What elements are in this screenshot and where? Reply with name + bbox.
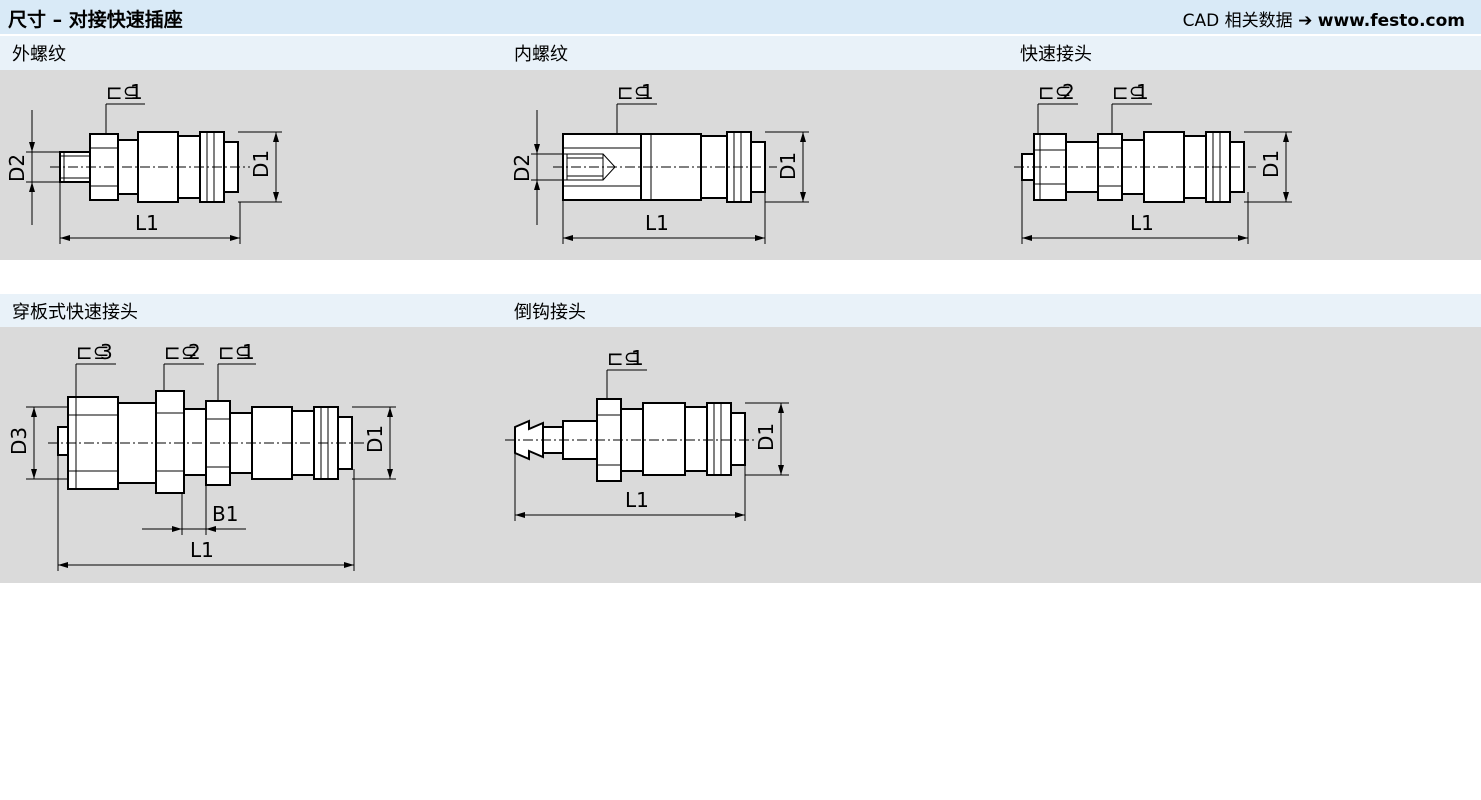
cad-link[interactable]: CAD 相关数据 ➔ www.festo.com [1183,6,1465,31]
wrench-size-label: 2 [1062,80,1075,104]
wrench-size-label: 1 [641,80,654,104]
dim-l1-label: L1 [135,211,159,235]
wrench-size-label: 2 [188,340,201,364]
arrow-right-icon: ➔ [1298,11,1313,31]
wrench-symbol-icon: ⊏⊆ [164,340,198,364]
caption-internal-thread: 内螺纹 [514,44,568,65]
website-url[interactable]: www.festo.com [1317,11,1465,31]
drawing-internal-thread: ⊏⊆ 1 D2 D1 L1 [510,80,809,244]
caption-quick-connector: 快速接头 [1020,44,1092,65]
wrench-symbol-icon: ⊏⊆ [76,340,110,364]
dim-l1-label: L1 [625,488,649,512]
wrench-size-label: 1 [130,80,143,104]
dim-b1-label: B1 [212,502,238,526]
dim-d1-label: D1 [776,152,800,180]
wrench-symbol-icon: ⊏⊆ [607,346,641,370]
caption-bulkhead-connector: 穿板式快速接头 [12,302,138,323]
wrench-symbol-icon: ⊏⊆ [617,80,651,104]
caption-barbed-connector: 倒钩接头 [514,302,586,323]
page-title: 尺寸 – 对接快速插座 [8,9,183,31]
dim-d2-label: D2 [510,154,534,182]
drawing-barbed-connector: ⊏⊆ 1 D1 L1 [505,346,789,521]
wrench-size-label: 1 [242,340,255,364]
wrench-size-label: 1 [1136,80,1149,104]
wrench-size-label: 1 [631,346,644,370]
wrench-symbol-icon: ⊏⊆ [218,340,252,364]
drawing-bulkhead-connector: ⊏⊆ 3 ⊏⊆ 2 ⊏⊆ 1 D3 D1 B1 [7,340,396,571]
caption-external-thread: 外螺纹 [12,44,66,65]
dim-d1-label: D1 [249,150,273,178]
wrench-size-label: 3 [100,340,113,364]
cad-label: CAD 相关数据 [1182,11,1293,31]
caption-band-row1 [0,36,1481,70]
wrench-symbol-icon: ⊏⊆ [1038,80,1072,104]
dim-d2-label: D2 [5,154,29,182]
dim-d1-label: D1 [363,425,387,453]
dim-d3-label: D3 [7,427,31,455]
dim-l1-label: L1 [1130,211,1154,235]
dim-l1-label: L1 [645,211,669,235]
dim-d1-label: D1 [1259,150,1283,178]
dim-d1-label: D1 [754,423,778,451]
page-header: 尺寸 – 对接快速插座 CAD 相关数据 ➔ www.festo.com [0,0,1481,34]
drawing-external-thread: ⊏⊆ 1 D2 D1 L1 [5,80,282,244]
wrench-symbol-icon: ⊏⊆ [106,80,140,104]
wrench-symbol-icon: ⊏⊆ [1112,80,1146,104]
drawing-quick-connector: ⊏⊆ 2 ⊏⊆ 1 D1 L1 [1014,80,1292,244]
dim-l1-label: L1 [190,538,214,562]
caption-band-row2 [0,294,1481,328]
